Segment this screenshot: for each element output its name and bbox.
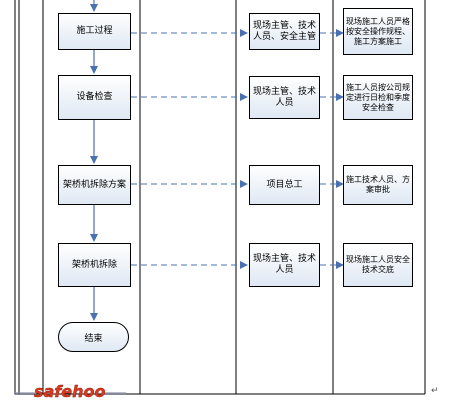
- action-box-2: 施工人员按公司规定进行日检和季度安全检查: [343, 75, 413, 120]
- safehoo-logo: safehoo: [14, 382, 126, 401]
- end-terminator: 结束: [58, 322, 129, 352]
- responsible-box-1: 现场主管、技术人员、安全主管: [249, 13, 320, 50]
- action-box-4: 现场施工人员安全技术交底: [343, 243, 413, 287]
- paragraph-mark: ↵: [431, 386, 439, 396]
- step-box-equipment-inspection: 设备检查: [58, 75, 131, 120]
- action-box-1: 现场施工人员严格按安全操作规程、施工方案施工: [343, 8, 413, 55]
- responsible-box-3: 项目总工: [249, 165, 320, 205]
- responsible-box-2: 现场主管、技术人员: [249, 76, 320, 119]
- step-box-dismantling: 架桥机拆除: [58, 243, 131, 287]
- step-box-dismantling-plan: 架桥机拆除方案: [58, 165, 131, 205]
- logo-text: safehoo: [34, 382, 106, 401]
- step-box-construction-process: 施工过程: [58, 13, 131, 50]
- action-box-3: 施工技术人员、方案审批: [343, 165, 413, 205]
- responsible-box-4: 现场主管、技术人员: [249, 243, 320, 287]
